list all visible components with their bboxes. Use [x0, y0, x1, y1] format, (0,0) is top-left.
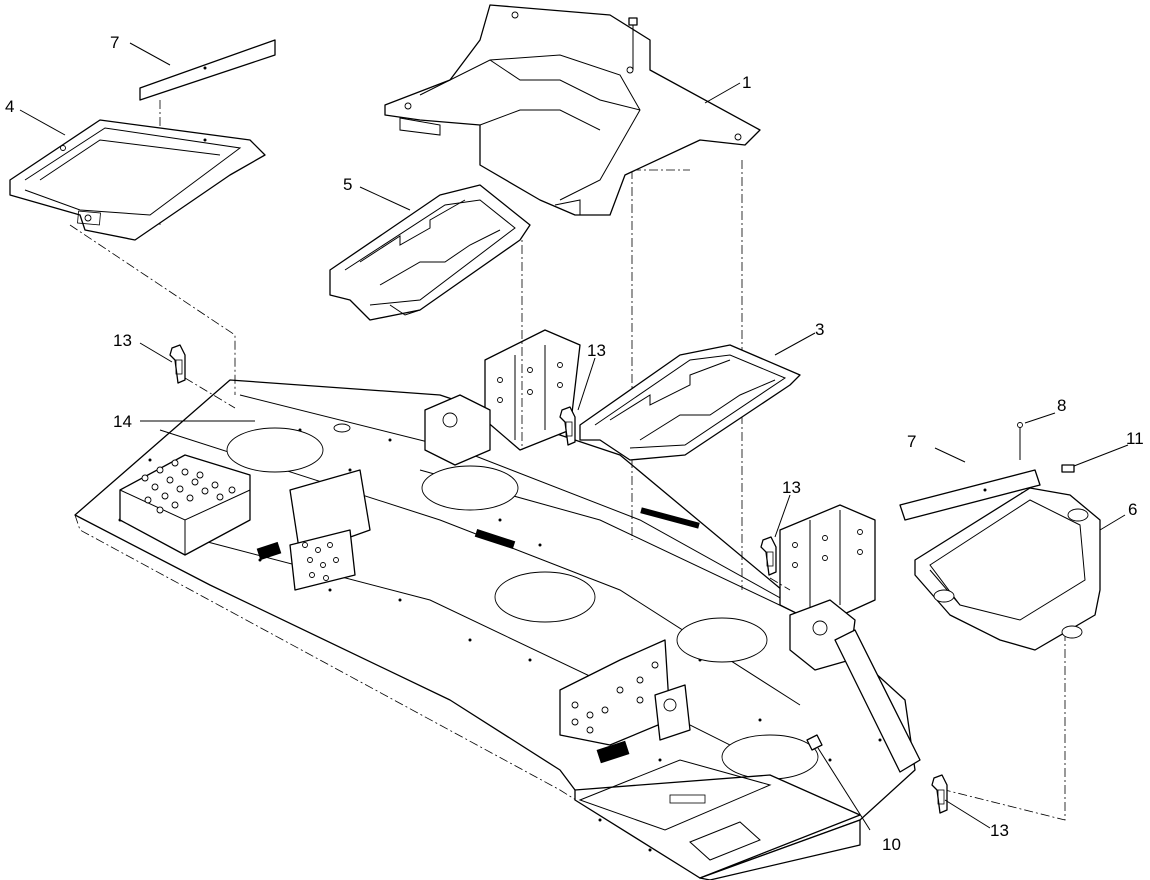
leader-lines [19, 42, 1129, 831]
callout-13-left: 13 [113, 331, 132, 350]
callout-8: 8 [1057, 396, 1066, 415]
callout-10: 10 [882, 835, 901, 854]
callout-3: 3 [815, 320, 824, 339]
latch-13-right [760, 536, 777, 576]
part-6-right-cover [914, 487, 1101, 651]
callout-11: 11 [1126, 429, 1144, 448]
latch-13-front [931, 774, 948, 814]
callout-5: 5 [343, 175, 352, 194]
callout-4: 4 [5, 97, 14, 116]
callout-13-right: 13 [782, 478, 801, 497]
callout-13-center: 13 [587, 341, 606, 360]
chassis-frame [74, 329, 921, 880]
part-4-left-cover [9, 119, 266, 241]
latch-13-left [169, 344, 186, 384]
callout-1: 1 [742, 73, 751, 92]
callout-14: 14 [113, 412, 132, 431]
latch-13-center [559, 406, 576, 446]
part-7-plate-lower [899, 469, 1041, 521]
part-1-seat-cover [384, 4, 761, 216]
part-3-tray [579, 344, 801, 461]
assembly-centerlines [69, 100, 1066, 821]
part-7-plate-upper [139, 39, 276, 101]
callout-labels: 7 4 1 5 3 13 13 14 13 7 8 11 6 13 10 [5, 33, 1144, 854]
hardware [169, 17, 1075, 814]
callout-7-lower: 7 [907, 432, 916, 451]
callout-13-front: 13 [990, 821, 1009, 840]
callout-7-upper: 7 [110, 33, 119, 52]
callout-6: 6 [1128, 500, 1137, 519]
part-5-tray [329, 184, 531, 321]
